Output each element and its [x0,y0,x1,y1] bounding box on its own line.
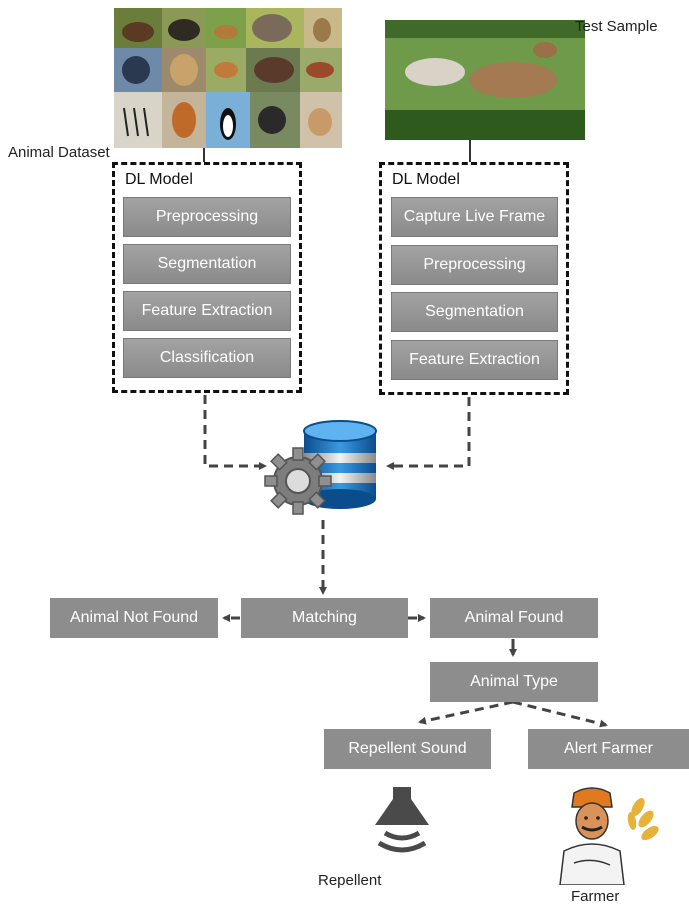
test-sample-photo [385,20,585,140]
dataset-label: Animal Dataset [8,144,110,161]
animal-dataset-collage [114,8,342,148]
left-dl-model-box: DL Model [112,162,302,393]
repellent-label: Repellent [318,872,382,889]
dataset-connector [203,148,205,162]
test-connector [469,140,471,162]
left-step-preprocessing: Preprocessing [123,197,291,237]
right-step-capture-live-frame: Capture Live Frame [391,197,558,237]
right-step-segmentation: Segmentation [391,292,558,332]
right-dl-model-box: DL Model [379,162,569,395]
animal-not-found-box: Animal Not Found [50,598,218,638]
matching-box: Matching [241,598,408,638]
repellent-sound-box: Repellent Sound [324,729,491,769]
right-step-preprocessing: Preprocessing [391,245,558,285]
farmer-label: Farmer [571,888,620,905]
database-gear-icon [264,415,384,520]
alert-farmer-box: Alert Farmer [528,729,689,769]
animal-found-box: Animal Found [430,598,598,638]
animal-type-box: Animal Type [430,662,598,702]
test-sample-label: Test Sample [575,18,658,35]
right-dl-model-title: DL Model [392,171,460,188]
farmer-illustration [552,785,668,886]
left-step-feature-extraction: Feature Extraction [123,291,291,331]
left-dl-model-title: DL Model [125,171,193,188]
left-step-segmentation: Segmentation [123,244,291,284]
left-step-classification: Classification [123,338,291,378]
speaker-icon [369,785,435,865]
right-step-feature-extraction: Feature Extraction [391,340,558,380]
